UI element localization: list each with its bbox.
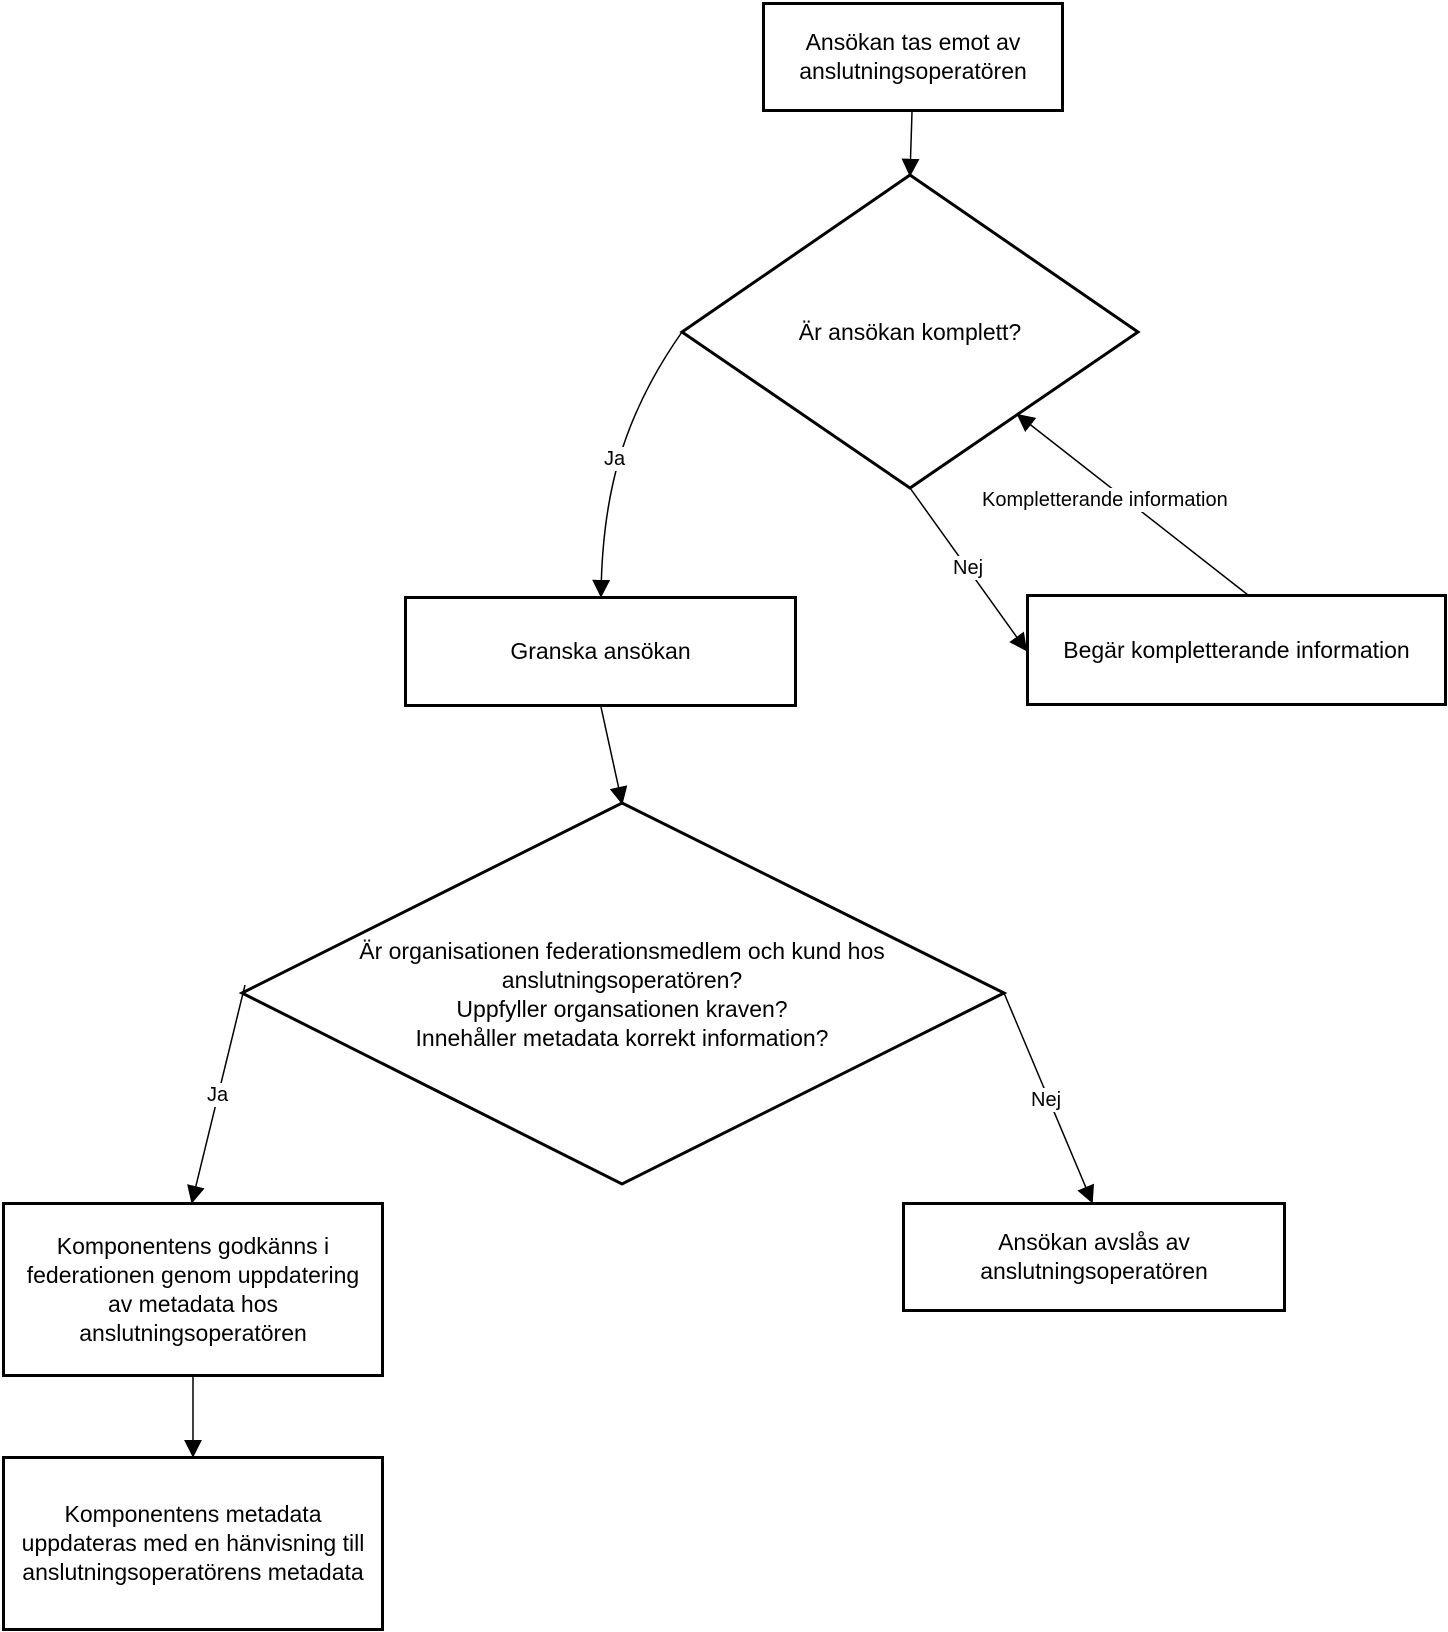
edge-label-decision1-yes: Ja — [602, 447, 628, 471]
decision1-text: Är ansökan komplett? — [798, 318, 1022, 345]
decision-diamond-2 — [238, 801, 1008, 1186]
edge-review-to-decision2 — [600, 706, 628, 805]
edge-start-to-decision1 — [901, 111, 920, 177]
edge-label-request-back: Kompletterande information — [980, 488, 1230, 512]
node-approved: Komponentens godkänns i federationen gen… — [2, 1202, 384, 1377]
edge-label-decision2-yes: Ja — [205, 1083, 231, 1107]
node-rejected: Ansökan avslås av anslutningsoperatören — [902, 1202, 1286, 1312]
decision2-text: Är organisationen federationsmedlem och … — [359, 938, 885, 1051]
node-metadata-update: Komponentens metadata uppdateras med en … — [2, 1456, 384, 1631]
node-review: Granska ansökan — [404, 596, 797, 707]
node-start: Ansökan tas emot av anslutningsoperatöre… — [762, 2, 1064, 112]
edge-label-decision2-no: Nej — [1029, 1088, 1064, 1112]
node-request-info: Begär kompletterande information — [1026, 594, 1447, 706]
edge-label-decision1-no: Nej — [951, 556, 986, 580]
